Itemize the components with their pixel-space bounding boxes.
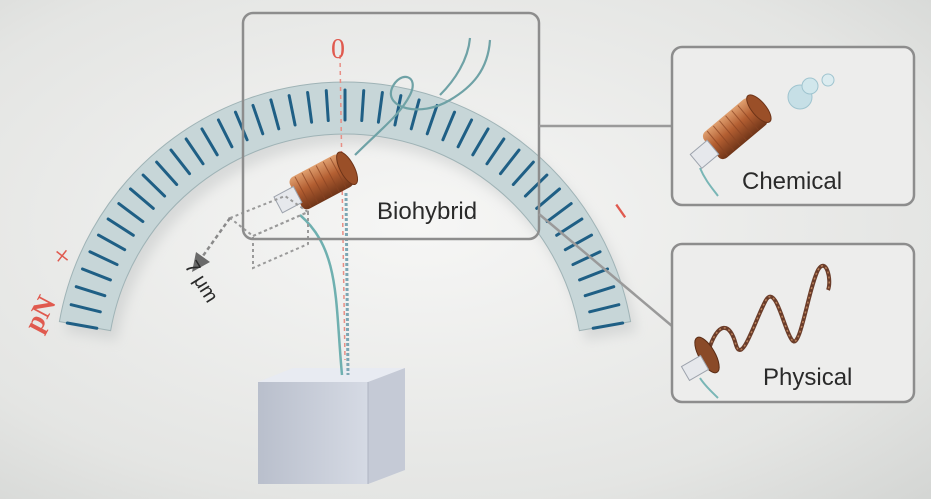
physical-label: Physical xyxy=(763,364,853,391)
gauge-tick xyxy=(117,202,145,224)
gauge-tick xyxy=(511,160,535,186)
zero-label: 0 xyxy=(331,34,345,65)
gauge-tick xyxy=(578,267,610,282)
gauge-tick xyxy=(69,303,102,314)
scale-marker xyxy=(192,194,311,272)
gauge-tick xyxy=(216,118,234,149)
zero-indicator-line xyxy=(339,54,346,361)
gauge-tick xyxy=(588,303,621,314)
force-gauge-arc xyxy=(58,81,632,332)
gauge-tick xyxy=(498,148,521,176)
chemical-inset xyxy=(670,45,916,207)
gauge-tick xyxy=(80,267,112,282)
gauge-tick xyxy=(425,103,439,136)
gauge-tick xyxy=(155,160,179,186)
gauge-tick xyxy=(88,250,119,267)
gauge-tick xyxy=(591,321,625,330)
gauge-tick xyxy=(306,90,314,124)
gauge-tick xyxy=(583,285,616,298)
gauge-tick xyxy=(251,103,265,136)
gauge-tick xyxy=(485,137,506,166)
gauge-tick xyxy=(376,90,384,124)
connector-physical xyxy=(538,213,673,327)
gauge-tick xyxy=(409,98,421,131)
gauge-tick xyxy=(563,233,594,252)
gauge-tick xyxy=(545,202,573,224)
gauge-tick xyxy=(233,110,249,142)
gauge-tick xyxy=(106,217,135,237)
gauge-ticks xyxy=(65,88,625,330)
gauge-tick xyxy=(571,250,602,267)
gauge-tick xyxy=(393,94,403,127)
support-block xyxy=(258,368,405,484)
physical-inset xyxy=(670,242,916,404)
gauge-tick xyxy=(360,89,366,123)
gauge-tick xyxy=(456,118,474,149)
gauge-tick xyxy=(324,89,330,123)
gauge-tick xyxy=(184,137,205,166)
gauge-tick xyxy=(269,98,281,131)
gauge-tick xyxy=(200,127,219,157)
gauge-tick xyxy=(441,110,457,142)
flagellum-tail xyxy=(299,214,344,376)
gauge-tick xyxy=(141,173,167,198)
flagellum-head xyxy=(354,37,492,156)
gauge-tick xyxy=(65,321,99,330)
gauge-tick xyxy=(96,233,127,252)
gauge-tick xyxy=(169,148,192,176)
gauge-tick xyxy=(523,173,549,198)
micropipette xyxy=(344,192,350,376)
gauge-tick xyxy=(471,127,490,157)
chemical-label: Chemical xyxy=(742,168,843,195)
biohybrid-robot xyxy=(273,151,359,214)
gauge-tick xyxy=(74,285,107,298)
gauge-tick xyxy=(128,187,155,210)
biohybrid-label: Biohybrid xyxy=(377,198,478,225)
gauge-tick xyxy=(287,94,297,127)
gauge-tick xyxy=(535,187,562,210)
